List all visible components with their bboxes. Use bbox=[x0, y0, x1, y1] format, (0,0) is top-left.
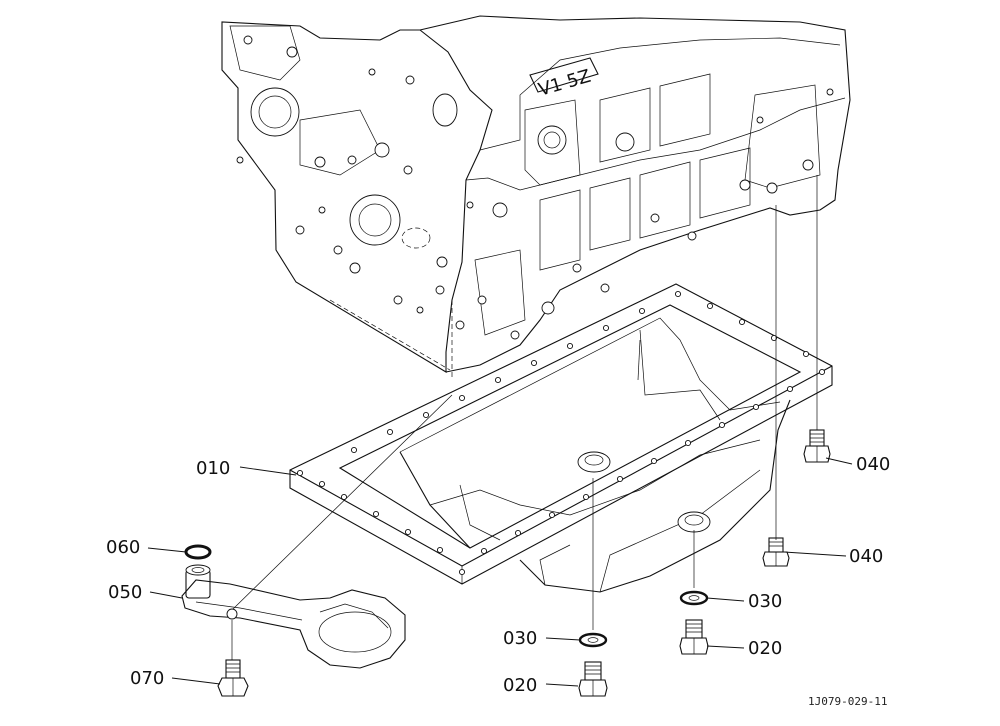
flange-bolt-holes bbox=[296, 290, 826, 576]
callout-030-center: 030 bbox=[503, 628, 537, 649]
callout-020-right: 020 bbox=[748, 638, 782, 659]
callout-020-center: 020 bbox=[503, 675, 537, 696]
callout-050: 050 bbox=[108, 582, 142, 603]
oil-strainer bbox=[181, 564, 406, 669]
drawing-reference: 1J079-029-11 bbox=[808, 695, 887, 708]
o-ring bbox=[184, 544, 212, 560]
washer-center bbox=[578, 632, 608, 648]
washer-right bbox=[679, 590, 709, 606]
callout-060: 060 bbox=[106, 537, 140, 558]
callout-040-lower: 040 bbox=[849, 546, 883, 567]
oil-pan bbox=[289, 283, 833, 593]
pan-bolt-upper bbox=[803, 429, 831, 463]
callout-leaders bbox=[147, 457, 853, 687]
callout-030-right: 030 bbox=[748, 591, 782, 612]
strainer-bolt bbox=[217, 659, 249, 697]
callout-070: 070 bbox=[130, 668, 164, 689]
drain-plug-center bbox=[578, 661, 608, 697]
callout-040-upper: 040 bbox=[856, 454, 890, 475]
alignment-lines bbox=[231, 175, 818, 660]
callout-010: 010 bbox=[196, 458, 230, 479]
drain-plug-right bbox=[679, 619, 709, 655]
